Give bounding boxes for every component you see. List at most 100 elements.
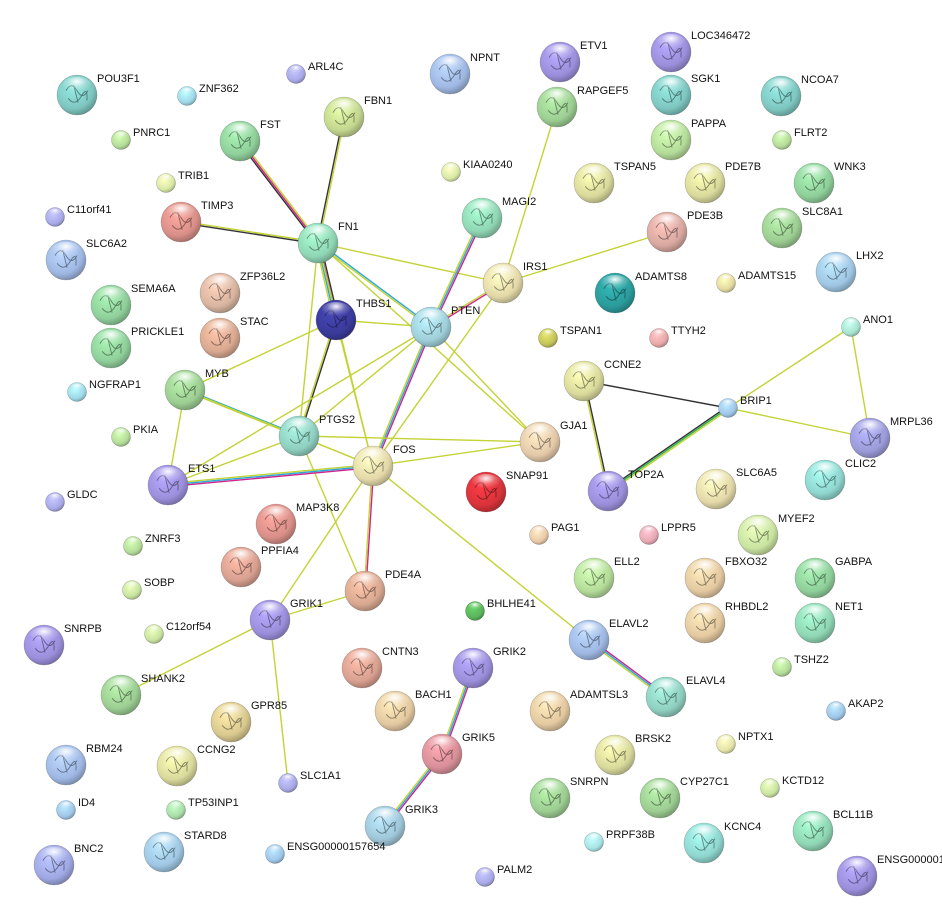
node-cyp27c1[interactable]: CYP27C1 [639,776,729,819]
node-pde7b[interactable]: PDE7B [684,161,761,204]
node-prickle1[interactable]: PRICKLE1 [90,326,184,369]
node-pnrc1[interactable]: PNRC1 [111,127,171,150]
node-fst[interactable]: FST [219,119,281,162]
node-adamts15[interactable]: ADAMTS15 [716,270,797,293]
node-pag1[interactable]: PAG1 [529,522,580,545]
node-flrt2[interactable]: FLRT2 [772,127,828,150]
node-kiaa0240[interactable]: KIAA0240 [441,159,513,182]
node-akap2[interactable]: AKAP2 [826,698,884,721]
node-top2a[interactable]: TOP2A [587,469,665,512]
node-pappa[interactable]: PAPPA [650,118,727,161]
node-adamtsl3[interactable]: ADAMTSL3 [529,689,628,732]
node-bhlhe41[interactable]: BHLHE41 [465,598,536,621]
node-lhx2[interactable]: LHX2 [815,250,884,293]
node-nptx1[interactable]: NPTX1 [716,731,774,754]
node-loc346472[interactable]: LOC346472 [650,30,750,73]
node-brip1[interactable]: BRIP1 [718,395,772,418]
node-ngfrap1[interactable]: NGFRAP1 [67,379,141,402]
node-c11orf41[interactable]: C11orf41 [45,204,112,227]
node-slc6a5[interactable]: SLC6A5 [695,467,777,510]
node-slc6a2[interactable]: SLC6A2 [45,238,127,281]
node-myb[interactable]: MYB [164,368,229,411]
node-pou3f1[interactable]: POU3F1 [56,73,140,116]
node-pde3b[interactable]: PDE3B [646,210,723,253]
node-rhbdl2[interactable]: RHBDL2 [684,601,768,644]
node-irs1[interactable]: IRS1 [482,261,547,304]
node-fos[interactable]: FOS [352,444,416,487]
node-zfp36l2[interactable]: ZFP36L2 [199,271,285,314]
node-timp3[interactable]: TIMP3 [160,200,233,243]
node-sobp[interactable]: SOBP [122,577,175,600]
node-ano1[interactable]: ANO1 [841,314,893,337]
node-pten[interactable]: PTEN [410,305,480,348]
node-pkia[interactable]: PKIA [111,424,159,447]
node-ncoa7[interactable]: NCOA7 [760,74,839,117]
node-wnk3[interactable]: WNK3 [793,161,866,204]
node-grik1[interactable]: GRIK1 [249,598,323,641]
node-cntn3[interactable]: CNTN3 [341,646,419,689]
node-ell2[interactable]: ELL2 [573,556,640,599]
node-trib1[interactable]: TRIB1 [156,170,210,193]
node-grik3[interactable]: GRIK3 [364,804,438,847]
node-ensg000001[interactable]: ENSG000001 [836,854,942,897]
node-znf362[interactable]: ZNF362 [177,83,239,106]
node-gldc[interactable]: GLDC [45,489,98,512]
node-stac[interactable]: STAC [199,316,269,359]
node-slc1a1[interactable]: SLC1A1 [278,770,341,793]
node-elavl4[interactable]: ELAVL4 [645,675,726,718]
node-ptgs2[interactable]: PTGS2 [278,414,355,457]
node-bnc2[interactable]: BNC2 [33,843,103,886]
node-snap91[interactable]: SNAP91 [465,470,548,513]
node-bach1[interactable]: BACH1 [374,689,452,732]
node-bcl11b[interactable]: BCL11B [792,809,873,852]
node-pde4a[interactable]: PDE4A [344,569,422,612]
node-magi2[interactable]: MAGI2 [461,196,536,239]
node-lppr5[interactable]: LPPR5 [639,522,696,545]
node-id4[interactable]: ID4 [56,797,96,820]
node-ensg00000157654[interactable]: ENSG00000157654 [265,841,386,864]
node-ccne2[interactable]: CCNE2 [563,359,641,402]
node-grik2[interactable]: GRIK2 [452,646,526,689]
node-ccng2[interactable]: CCNG2 [156,744,236,787]
node-thbs1[interactable]: THBS1 [315,298,391,341]
node-clic2[interactable]: CLIC2 [804,458,876,501]
node-map3k8[interactable]: MAP3K8 [255,502,339,545]
node-c12orf54[interactable]: C12orf54 [144,621,212,644]
node-tshz2[interactable]: TSHZ2 [772,654,829,677]
node-slc8a1[interactable]: SLC8A1 [761,206,843,249]
node-net1[interactable]: NET1 [794,601,863,644]
node-kcnc4[interactable]: KCNC4 [683,821,761,864]
node-shank2[interactable]: SHANK2 [100,673,185,716]
node-sema6a[interactable]: SEMA6A [90,283,176,326]
node-fbxo32[interactable]: FBXO32 [684,556,767,599]
node-gabpa[interactable]: GABPA [794,556,873,599]
node-rbm24[interactable]: RBM24 [45,743,123,786]
node-grik5[interactable]: GRIK5 [421,732,495,775]
node-npnt[interactable]: NPNT [429,52,500,95]
node-ets1[interactable]: ETS1 [147,463,216,506]
node-snrpn[interactable]: SNRPN [529,776,609,819]
node-palm2[interactable]: PALM2 [475,864,533,887]
node-gja1[interactable]: GJA1 [519,420,588,463]
node-elavl2[interactable]: ELAVL2 [568,618,649,661]
node-stard8[interactable]: STARD8 [143,830,227,873]
node-sgk1[interactable]: SGK1 [650,73,720,116]
node-ppfia4[interactable]: PPFIA4 [220,545,299,588]
node-snrpb[interactable]: SNRPB [23,623,102,666]
node-etv1[interactable]: ETV1 [539,40,608,83]
node-tp53inp1[interactable]: TP53INP1 [166,797,239,820]
node-arl4c[interactable]: ARL4C [286,61,344,84]
node-adamts8[interactable]: ADAMTS8 [594,271,687,314]
node-fn1[interactable]: FN1 [297,221,359,264]
node-ttyh2[interactable]: TTYH2 [649,325,706,348]
node-znrf3[interactable]: ZNRF3 [123,533,181,556]
node-mrpl36[interactable]: MRPL36 [849,416,933,459]
node-prpf38b[interactable]: PRPF38B [584,829,655,852]
node-tspan1[interactable]: TSPAN1 [538,325,602,348]
node-fbn1[interactable]: FBN1 [323,95,392,138]
node-myef2[interactable]: MYEF2 [737,513,815,556]
node-gpr85[interactable]: GPR85 [210,700,287,743]
node-kctd12[interactable]: KCTD12 [760,775,825,798]
node-rapgef5[interactable]: RAPGEF5 [536,85,628,128]
node-tspan5[interactable]: TSPAN5 [573,161,656,204]
